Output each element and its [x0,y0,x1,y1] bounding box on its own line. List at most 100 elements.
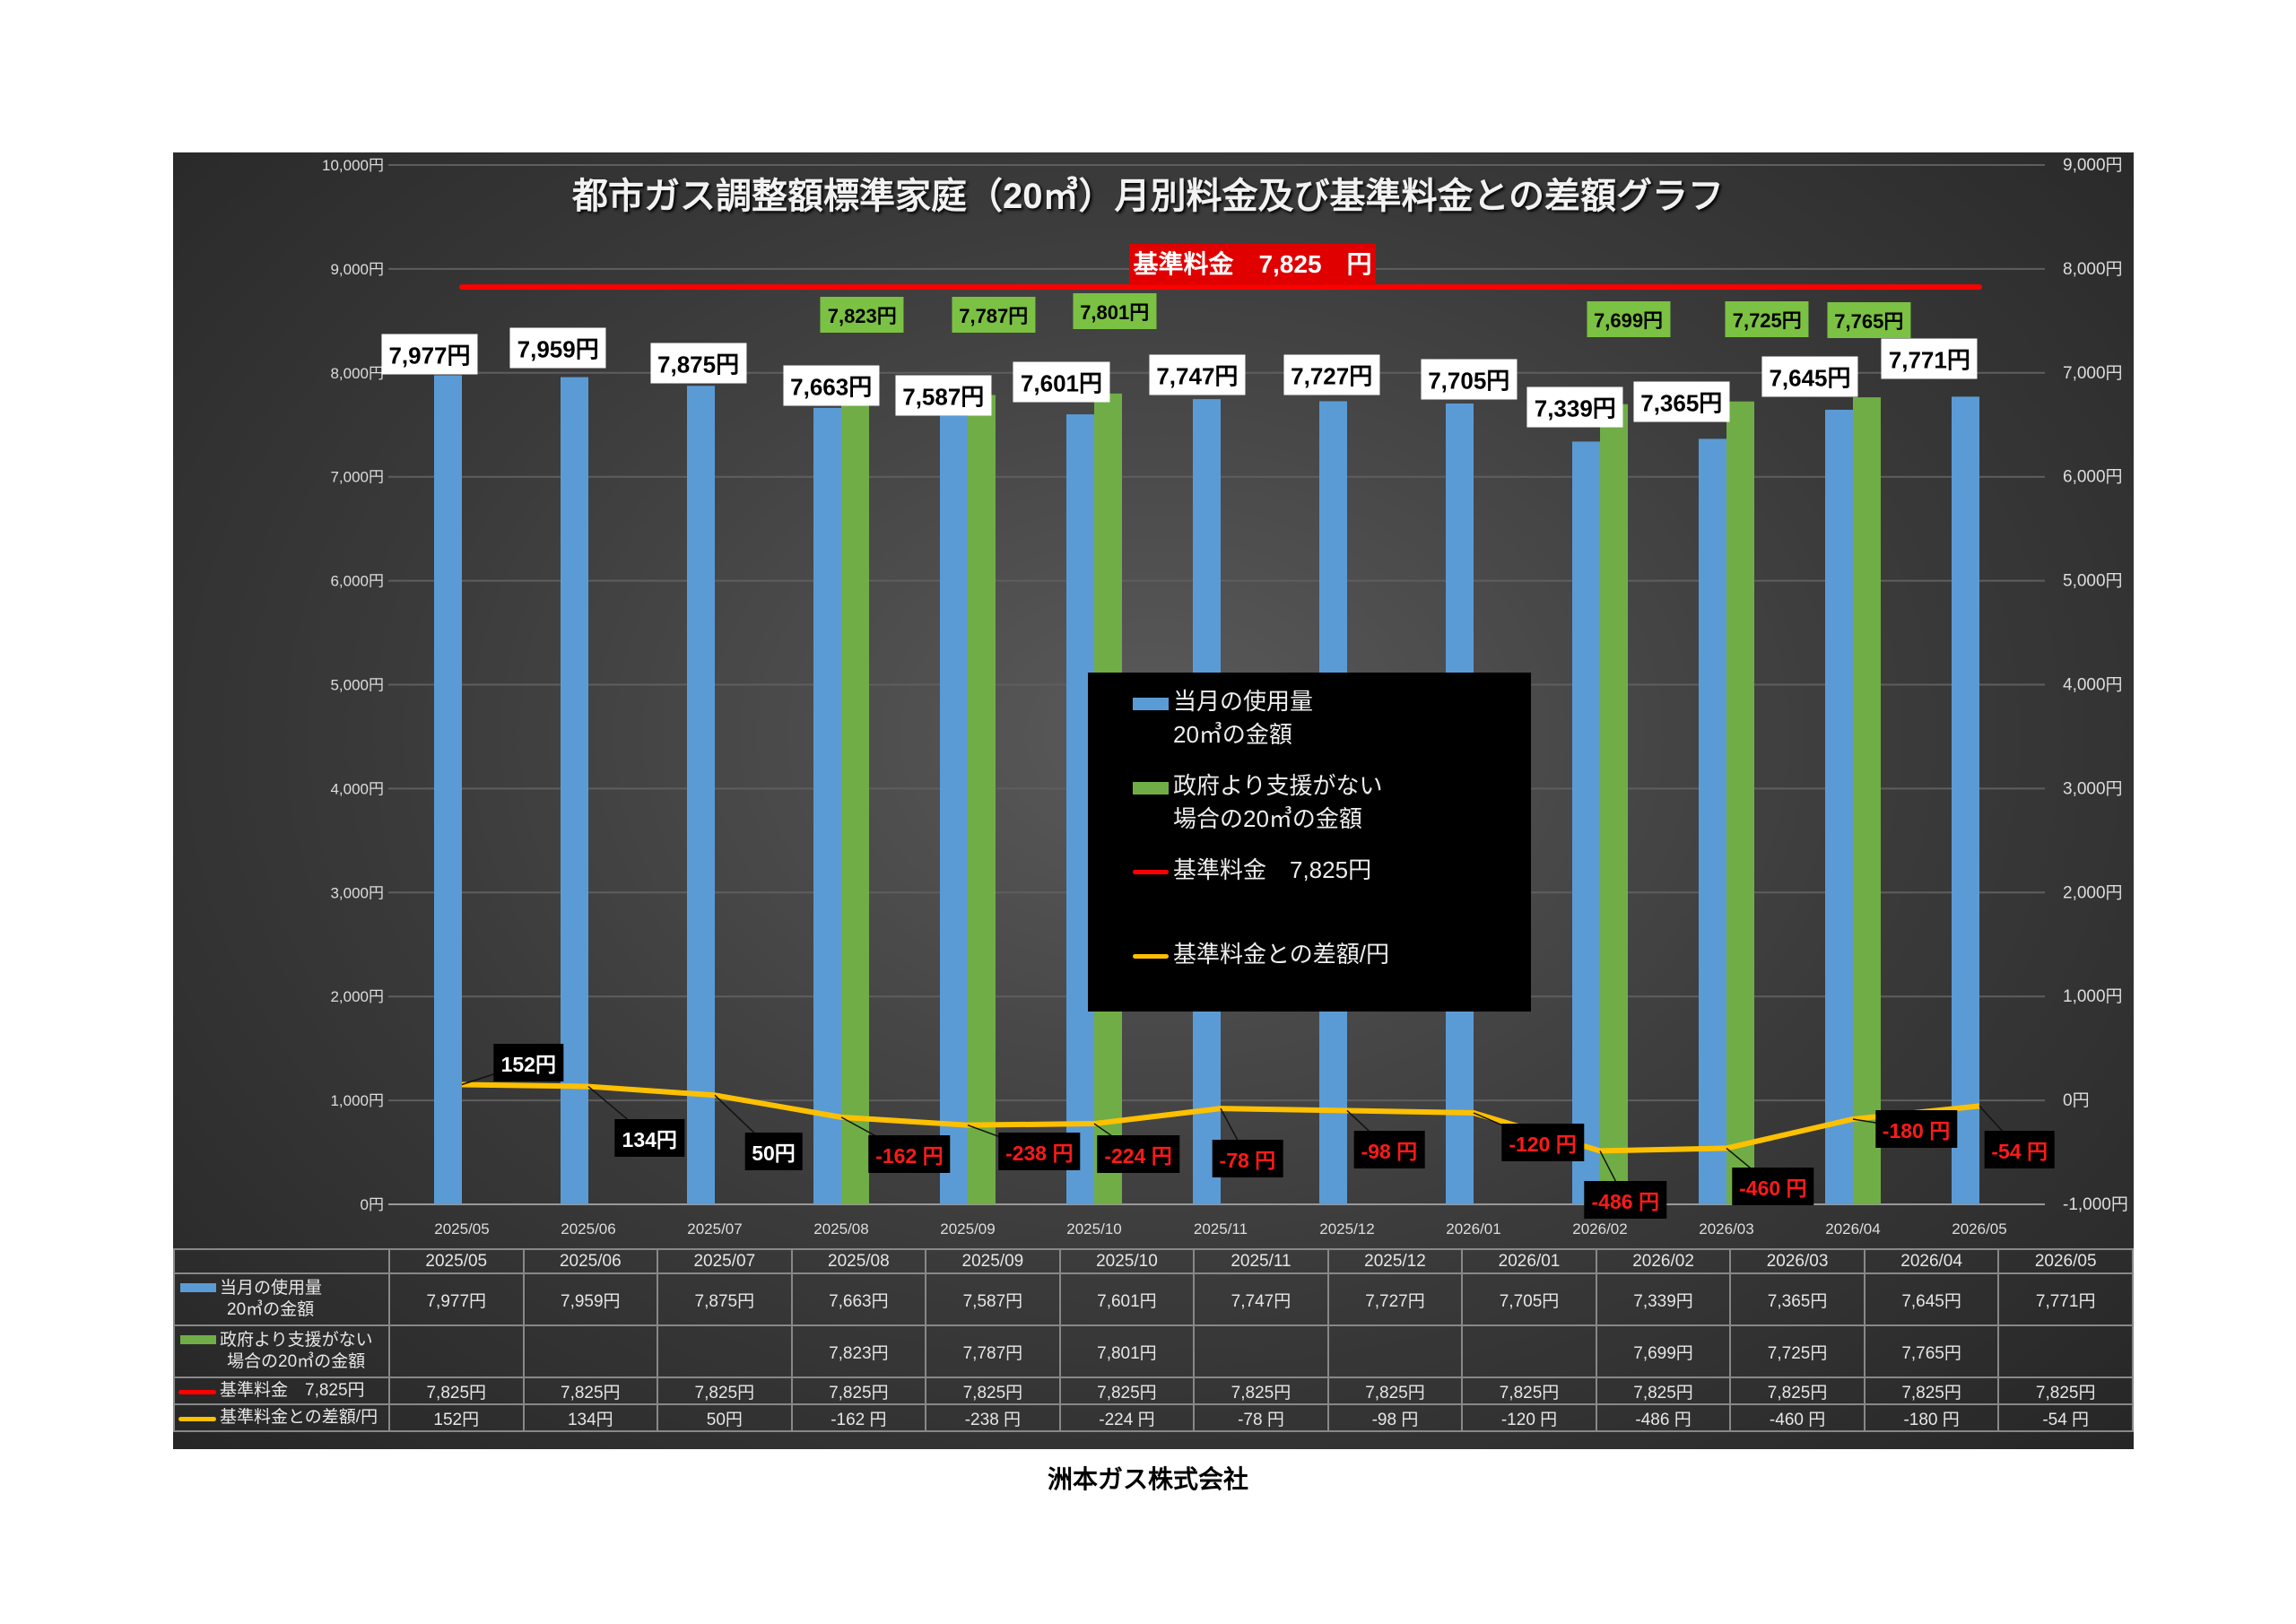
data-label-no-support: 7,765円 [1827,302,1911,339]
y-left-tick-label: 5,000円 [330,677,384,694]
y-right-tick-label: -1,000円 [2063,1195,2128,1214]
row-line-red [178,1390,216,1394]
table-cell [657,1324,793,1378]
table-row-label: 当月の使用量 20㎥の金額 [173,1272,390,1326]
data-label-difference: 50円 [744,1132,803,1170]
table-cell: 7,823円 [790,1324,927,1378]
table-row-label: 基準料金 7,825円 [173,1376,390,1405]
legend-text: 当月の使用量 [1173,688,1314,715]
legend-text: 政府より支援がない [1173,772,1383,799]
table-cell: 7,765円 [1863,1324,2000,1378]
y-right-tick-label: 1,000円 [2063,987,2123,1006]
bar-no-support [1600,404,1628,1204]
legend-text: 場合の20㎥の金額 [1173,805,1362,832]
row-label-text: 当月の使用量 [220,1279,323,1298]
bar-current [1572,441,1600,1204]
table-cell: 7,825円 [925,1376,1061,1405]
data-label-difference: -224 円 [1097,1135,1179,1174]
table-cell: -98 円 [1326,1403,1464,1432]
x-tick-label: 2025/06 [561,1220,615,1238]
table-cell: 7,705円 [1461,1272,1597,1326]
table-cell: 7,787円 [925,1324,1061,1378]
table-cell: -486 円 [1595,1403,1732,1432]
data-label-no-support: 7,725円 [1725,300,1809,337]
table-header-cell: 2026/04 [1863,1248,2000,1274]
table-header-cell: 2025/09 [925,1248,1061,1274]
y-right-tick-label: 3,000円 [2063,779,2123,798]
bar-no-support [841,391,869,1204]
table-cell: 7,977円 [388,1272,525,1326]
bar-current [813,407,841,1205]
y-left-tick-label: 9,000円 [330,261,384,278]
legend-item-reference: 基準料金 7,825円 [1133,854,1372,887]
bar-no-support [1853,397,1881,1204]
row-label-text: 20㎥の金額 [227,1300,315,1319]
y-right-tick-label: 0円 [2063,1091,2090,1110]
table-cell [1997,1324,2134,1378]
y-left-tick-label: 10,000円 [322,157,384,174]
data-label-difference: -78 円 [1212,1140,1283,1178]
y-left-tick-label: 2,000円 [330,988,384,1005]
bar-current [1825,409,1853,1205]
table-row-label: 基準料金との差額/円 [173,1403,390,1432]
row-label-text: 基準料金 7,825円 [220,1381,365,1400]
y-right-tick-label: 8,000円 [2063,260,2123,279]
table-header-cell: 2025/08 [790,1248,927,1274]
table-cell: 7,601円 [1058,1272,1196,1326]
y-right-tick-label: 9,000円 [2063,156,2123,175]
data-label-current: 7,977円 [381,334,478,375]
y-right-tick-label: 2,000円 [2063,883,2123,902]
data-label-current: 7,875円 [650,343,747,384]
data-label-difference: -180 円 [1874,1110,1958,1149]
table-cell: 134円 [522,1403,659,1432]
table-header-cell: 2026/03 [1729,1248,1866,1274]
table-cell [1461,1324,1597,1378]
y-right-tick-label: 6,000円 [2063,468,2123,487]
chart-title: 都市ガス調整額標準家庭（20㎥）月別料金及び基準料金との差額グラフ [571,177,1725,216]
bar-current [940,415,968,1204]
table-cell: 7,771円 [1997,1272,2134,1326]
table-cell: -180 円 [1863,1403,2000,1432]
reference-price-label: 基準料金 7,825 円 [1129,244,1376,285]
legend-text: 20㎥の金額 [1173,721,1292,748]
y-left-tick-label: 7,000円 [330,469,384,486]
data-label-difference: -54 円 [1984,1131,2056,1169]
data-label-no-support: 7,801円 [1073,293,1157,330]
table-header-cell: 2025/07 [657,1248,793,1274]
table-cell: 7,825円 [1595,1376,1732,1405]
x-tick-label: 2025/11 [1194,1220,1248,1238]
table-header-cell: 2025/12 [1326,1248,1464,1274]
data-label-current: 7,663円 [783,365,880,406]
table-cell: 7,825円 [790,1376,927,1405]
table-cell: -238 円 [925,1403,1061,1432]
table-cell: 7,825円 [1193,1376,1329,1405]
x-tick-label: 2025/09 [940,1220,995,1238]
table-row-label: 政府より支援がない場合の20㎥の金額 [173,1324,390,1378]
data-label-no-support: 7,787円 [952,296,1036,333]
table-cell: 7,875円 [657,1272,793,1326]
table-corner [173,1248,390,1274]
data-label-current: 7,365円 [1633,381,1730,422]
table-header-cell: 2025/11 [1193,1248,1329,1274]
data-label-current: 7,959円 [509,327,606,369]
company-name: 洲本ガス株式会社 [1047,1465,1248,1493]
table-cell: 152円 [388,1403,525,1432]
row-swatch-blue [180,1283,216,1292]
table-cell: -224 円 [1058,1403,1196,1432]
table-cell: -162 円 [790,1403,927,1432]
bar-current [687,386,715,1205]
table-header-cell: 2025/06 [522,1248,659,1274]
legend-text: 基準料金 7,825円 [1173,856,1372,883]
table-cell: 7,825円 [1461,1376,1597,1405]
data-label-difference: -120 円 [1501,1124,1584,1161]
row-line-yellow [178,1417,216,1421]
table-cell: 7,725円 [1729,1324,1866,1378]
table-cell: 7,339円 [1595,1272,1732,1326]
table-header-cell: 2026/02 [1595,1248,1732,1274]
data-label-difference: 134円 [614,1119,684,1158]
table-cell: 50円 [657,1403,793,1432]
table-cell: 7,801円 [1058,1324,1196,1378]
